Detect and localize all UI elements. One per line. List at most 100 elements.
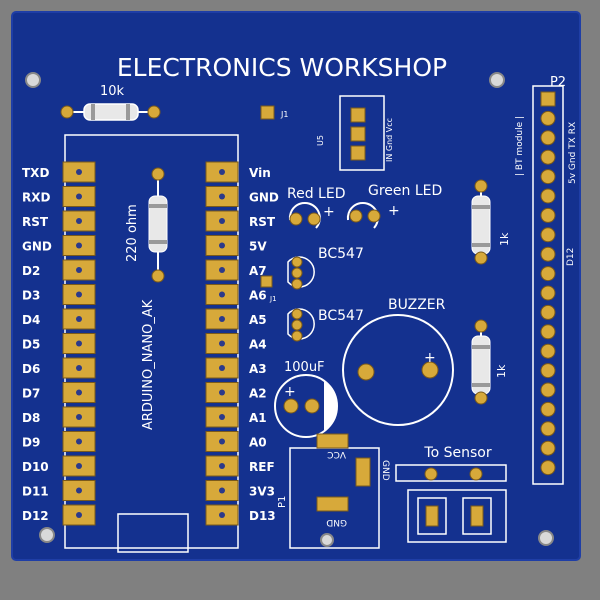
mounting-holes [25, 72, 554, 547]
gnd-label-bottom: GND [326, 517, 347, 527]
header-p2-pad [540, 304, 556, 320]
board-title: ELECTRONICS WORKSHOP [117, 53, 447, 82]
right-pin-label: A4 [249, 338, 267, 352]
pad-hole [76, 193, 82, 200]
right-pin-label: Vin [249, 166, 271, 180]
capacitor-100uf: + 100uF [274, 360, 338, 438]
header-p2-pad [540, 207, 556, 223]
capacitor-label: 100uF [284, 360, 325, 375]
pad-hole [76, 242, 82, 249]
right-pin-label: A3 [249, 362, 267, 376]
pad-hole [76, 169, 82, 175]
pad-hole [76, 218, 82, 224]
capacitor-plus: + [284, 384, 296, 400]
mounting-hole [538, 530, 554, 546]
header-p2-outline [532, 85, 564, 485]
transistor-1: BC547 [287, 246, 364, 290]
left-pin-label: D10 [22, 460, 49, 474]
header-p2-pad [540, 188, 556, 204]
header-p2-pad [540, 382, 556, 398]
pad-hole [219, 463, 225, 469]
header-p2-pad [540, 401, 556, 417]
pad-hole [219, 193, 225, 200]
left-pin-label: D5 [22, 338, 40, 352]
jumper-j1-label: J1 [280, 110, 288, 119]
usb-connector-outline [117, 513, 189, 553]
header-p2-pad [540, 440, 556, 456]
header-p2-pad [540, 149, 556, 165]
right-pin-label: D13 [249, 509, 276, 523]
left-pin-label: D8 [22, 411, 40, 425]
pad-hole [76, 512, 82, 518]
pad-hole [219, 512, 225, 518]
resistor-1k-b: 1k [471, 319, 508, 405]
left-pin-label: D12 [22, 509, 49, 523]
to-sensor-label: To Sensor [423, 445, 491, 461]
pad-hole [76, 463, 82, 469]
header-p2-pad [540, 91, 556, 107]
mounting-hole [39, 527, 55, 543]
a6-jumper-label: J1 [269, 295, 277, 303]
red-led: + [288, 201, 335, 229]
header-p2-pad [540, 266, 556, 282]
mounting-hole [320, 533, 334, 547]
left-pin-label: TXD [22, 166, 49, 180]
resistor-10k-label: 10k [100, 84, 125, 99]
pad-hole [76, 340, 82, 347]
left-pin-label: D3 [22, 289, 40, 303]
resistor-1k-b-label: 1k [495, 364, 508, 378]
jumper-j1-pad [260, 105, 275, 120]
p1-label: P1 [277, 496, 288, 508]
resistor-220: 220 ohm [125, 167, 168, 283]
header-p2-pad [540, 363, 556, 379]
pad-hole [76, 291, 82, 298]
left-pin-label: D9 [22, 436, 40, 450]
pad-hole [219, 218, 225, 224]
red-led-plus: + [323, 204, 335, 220]
right-pin-label: 3V3 [249, 485, 275, 499]
pad-hole [76, 267, 82, 273]
right-pin-label: RST [249, 215, 276, 229]
red-led-label: Red LED [287, 186, 345, 202]
pad-hole [219, 438, 225, 445]
bt-module-label: | BT module | [515, 116, 525, 176]
right-pin-label: A1 [249, 411, 267, 425]
left-pin-label: D6 [22, 362, 40, 376]
green-led: + [346, 201, 400, 229]
pad-hole [219, 414, 225, 420]
d12-vertical-label: D12 [566, 248, 576, 266]
resistor-10k: 10k [60, 84, 161, 121]
pad-hole [76, 414, 82, 420]
mounting-hole [25, 72, 41, 88]
gnd-label-side: GND [380, 460, 390, 481]
green-led-label: Green LED [368, 183, 442, 199]
right-pin-label: REF [249, 460, 275, 474]
right-pin-label: A5 [249, 313, 267, 327]
resistor-1k-a: 1k [471, 179, 511, 265]
header-p2-pad [540, 460, 556, 476]
pad-hole [219, 487, 225, 494]
left-pin-label: RST [22, 215, 49, 229]
header-p2-pad [540, 421, 556, 437]
mounting-hole [489, 72, 505, 88]
buzzer-plus: + [424, 350, 436, 366]
pad-hole [76, 389, 82, 396]
resistor-220-label: 220 ohm [125, 204, 140, 262]
header-p2-pads [540, 91, 556, 476]
pad-hole [76, 487, 82, 494]
header-p2-pad [540, 324, 556, 340]
buzzer-label: BUZZER [388, 297, 446, 313]
buzzer: + BUZZER [342, 297, 454, 426]
pad-hole [219, 169, 225, 175]
arduino-left-pads [62, 161, 96, 526]
a6-jumper-pad [260, 275, 273, 288]
green-led-plus: + [388, 203, 400, 219]
header-p2-pad [540, 246, 556, 262]
header-p2-pad [540, 227, 556, 243]
header-p2-pad [540, 169, 556, 185]
left-pin-label: D11 [22, 485, 49, 499]
header-p2-pad [540, 343, 556, 359]
pad-hole [219, 389, 225, 396]
left-pin-label: D7 [22, 387, 40, 401]
